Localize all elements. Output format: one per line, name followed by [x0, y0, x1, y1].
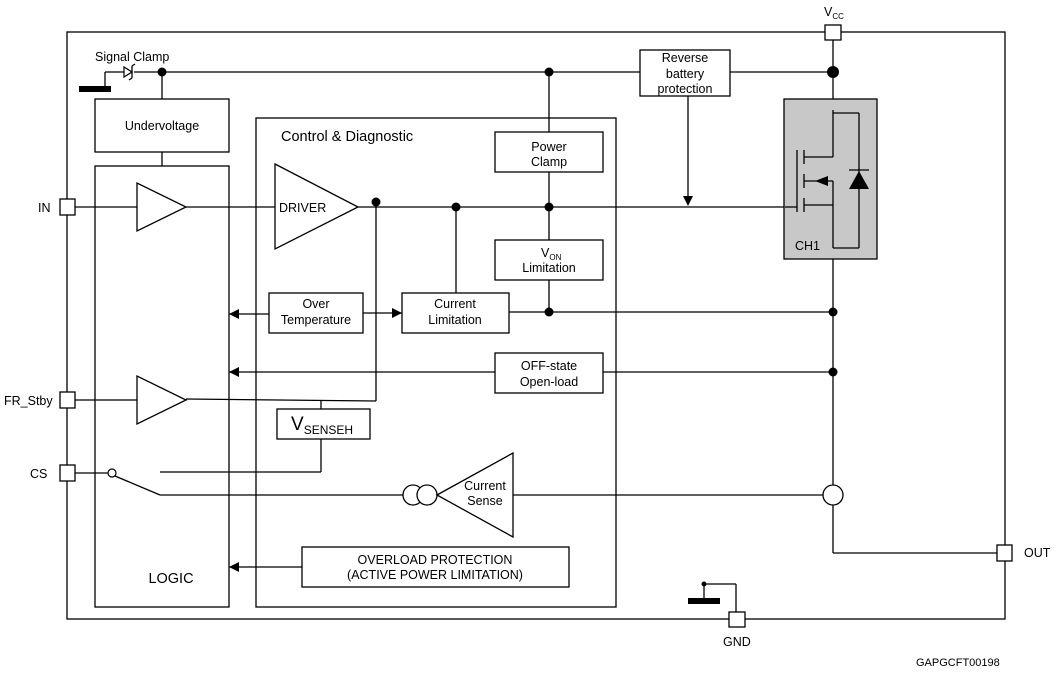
out-pin-label: OUT [1024, 546, 1051, 560]
signal-clamp-diode-icon [79, 63, 136, 92]
in-buffer-icon [136, 181, 188, 233]
svg-text:Over: Over [302, 297, 329, 311]
svg-text:Limitation: Limitation [522, 261, 576, 275]
control-diagnostic-label: Control & Diagnostic [281, 129, 413, 145]
svg-text:Limitation: Limitation [428, 313, 482, 327]
svg-text:Power: Power [531, 140, 566, 154]
vcc-pin [824, 24, 842, 41]
svg-text:battery: battery [666, 67, 705, 81]
fr-stby-pin-label: FR_Stby [4, 394, 53, 408]
vsenseh-block [276, 408, 371, 440]
svg-text:protection: protection [658, 82, 713, 96]
logic-block [94, 165, 230, 608]
undervoltage-label: Undervoltage [125, 119, 199, 133]
arrow-left-icon [229, 309, 239, 319]
cs-pin-label: CS [30, 467, 47, 481]
gnd-pin [728, 611, 746, 628]
sense-node-icon [822, 484, 844, 506]
in-pin [59, 198, 76, 216]
logic-label: LOGIC [148, 571, 193, 587]
svg-text:Sense: Sense [467, 494, 502, 508]
arrow-left-icon [229, 367, 239, 377]
chip-outline [66, 31, 1006, 620]
overload-protection-block [301, 546, 570, 588]
arrow-down-icon [683, 196, 693, 206]
arrow-right-icon [392, 308, 402, 318]
vcc-pin-label: VCC [824, 5, 844, 21]
mosfet-icon [785, 110, 869, 249]
arrow-left-icon [229, 562, 239, 572]
svg-text:OVERLOAD PROTECTION: OVERLOAD PROTECTION [358, 553, 513, 567]
out-pin [996, 544, 1013, 562]
undervoltage-block [94, 98, 230, 153]
vsenseh-label: VSENSEH [291, 414, 353, 437]
gnd-pin-label: GND [723, 635, 751, 649]
driver-amplifier-icon [274, 162, 360, 251]
ground-symbol-icon [688, 581, 737, 612]
driver-label: DRIVER [279, 201, 326, 215]
svg-text:Current: Current [434, 297, 476, 311]
svg-text:Open-load: Open-load [520, 375, 578, 389]
von-label: VON [541, 246, 562, 262]
svg-text:OFF-state: OFF-state [521, 359, 577, 373]
reverse-battery-block [639, 49, 731, 97]
von-limitation-block [494, 239, 604, 281]
svg-text:Current: Current [464, 479, 506, 493]
off-state-open-load-block [494, 352, 604, 394]
svg-text:Temperature: Temperature [281, 313, 351, 327]
svg-text:Reverse: Reverse [662, 51, 709, 65]
signal-clamp-label: Signal Clamp [95, 50, 169, 64]
fr-stby-pin [59, 391, 76, 409]
in-pin-label: IN [38, 201, 51, 215]
ground-bar-icon [79, 86, 111, 92]
svg-text:Clamp: Clamp [531, 155, 567, 169]
cs-pin [59, 464, 76, 482]
over-temperature-block [268, 292, 364, 334]
fr-stby-buffer-icon [136, 374, 188, 426]
ch1-label: CH1 [795, 239, 820, 253]
switch-contact-icon [107, 468, 117, 478]
figure-id: GAPGCFT00198 [916, 657, 1000, 669]
svg-text:(ACTIVE POWER LIMITATION): (ACTIVE POWER LIMITATION) [347, 568, 523, 582]
